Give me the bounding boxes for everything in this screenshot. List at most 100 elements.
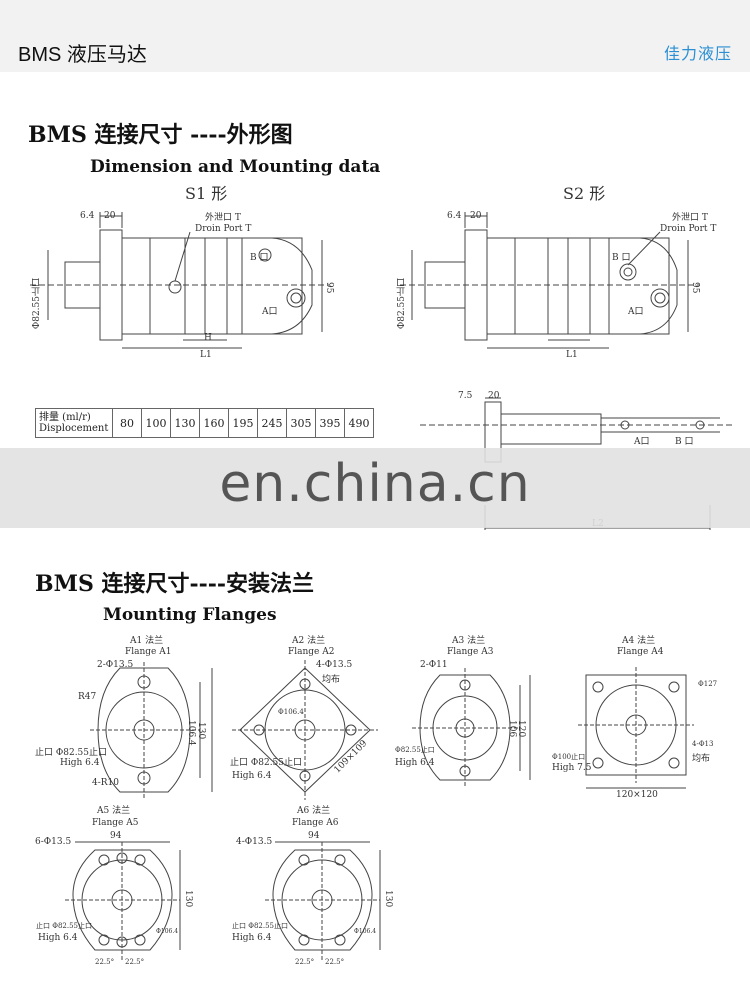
displacement-value: 160 xyxy=(199,408,229,438)
flange-a3-en: Flange A3 xyxy=(447,647,494,657)
s1-dim-l1: L1 xyxy=(200,350,212,360)
flange-a6-holes: 4-Φ13.5 xyxy=(236,837,273,847)
displacement-value: 395 xyxy=(315,408,345,438)
flange-a2-pilot: 止口 Φ82.55止口 xyxy=(230,758,303,768)
displacement-value: 245 xyxy=(257,408,287,438)
s1-dim-6-4: 6.4 xyxy=(80,211,95,221)
flange-a1-high: High 6.4 xyxy=(60,758,100,768)
displacement-value: 490 xyxy=(344,408,374,438)
side-port-b: B 口 xyxy=(675,437,694,447)
s2-port-a: A口 xyxy=(628,307,644,317)
flange-a2-high: High 6.4 xyxy=(232,771,272,781)
flange-a1-corner: 4-R10 xyxy=(92,778,119,788)
displacement-value: 100 xyxy=(141,408,171,438)
s1-port-b: B 口 xyxy=(250,253,269,263)
displacement-value: 130 xyxy=(170,408,200,438)
displacement-value: 305 xyxy=(286,408,316,438)
s2-label: S2 形 xyxy=(563,184,606,203)
header-title: BMS 液压马达 xyxy=(18,44,147,66)
section1-subtitle: Dimension and Mounting data xyxy=(90,157,381,177)
flange-a5-small: Φ106.4 xyxy=(156,928,179,935)
s1-dim-h: H xyxy=(204,333,212,343)
side-port-a: A口 xyxy=(634,437,650,447)
s2-pilot-dia: Φ82.55止口 xyxy=(397,278,407,330)
flange-a5-en: Flange A5 xyxy=(92,818,139,828)
section2-title: BMS 连接尺寸----安装法兰 xyxy=(35,571,315,597)
flange-a4-cn: A4 法兰 xyxy=(622,636,656,646)
flange-a5-angle-2: 22.5° xyxy=(125,958,145,966)
displacement-label-en: Displocement xyxy=(39,423,109,434)
s1-drain-en: Droin Port T xyxy=(195,224,252,234)
displacement-value: 195 xyxy=(228,408,258,438)
flange-a6-cn: A6 法兰 xyxy=(297,806,331,816)
flange-a4-holes: 4-Φ13 xyxy=(692,740,714,748)
flange-a3-high: High 6.4 xyxy=(395,758,435,768)
flange-a4-pilot: Φ100止口 xyxy=(552,753,586,761)
section1-title: BMS 连接尺寸 ----外形图 xyxy=(28,122,293,148)
s1-pilot-dia: Φ82.55止口 xyxy=(32,278,42,330)
watermark-text: en.china.cn xyxy=(219,454,531,514)
top-bar: BMS 液压马达 佳力液压 xyxy=(0,0,750,72)
flange-a1-holes: 2-Φ13.5 xyxy=(97,660,134,670)
flange-a4-size: 120×120 xyxy=(616,790,658,800)
watermark-band: en.china.cn xyxy=(0,448,750,528)
flange-a4-even: 均布 xyxy=(692,754,711,764)
flange-a2-even: 均布 xyxy=(322,675,341,685)
s2-dim-l1: L1 xyxy=(566,350,578,360)
displacement-header: 排量 (ml/r) Displocement xyxy=(35,408,113,438)
flange-a6-d2: 130 xyxy=(383,890,393,908)
flange-a2-small: Φ106.4 xyxy=(278,708,304,716)
flange-a6-angle-1: 22.5° xyxy=(295,958,315,966)
flange-a2-en: Flange A2 xyxy=(288,647,335,657)
s1-dim-95: 95 xyxy=(324,282,334,294)
flange-a1-radius: R47 xyxy=(78,692,97,702)
flange-a5-cn: A5 法兰 xyxy=(97,806,131,816)
flange-a2-cn: A2 法兰 xyxy=(292,636,326,646)
flange-a5-width: 94 xyxy=(110,831,122,841)
side-dim-7-5: 7.5 xyxy=(458,391,473,401)
flange-a3-d2: 120 xyxy=(516,720,526,738)
flange-a6-small: Φ106.4 xyxy=(354,928,377,935)
flange-a3-pilot: Φ82.55止口 xyxy=(395,746,435,754)
flange-a3-holes: 2-Φ11 xyxy=(420,660,448,670)
brand-logo: 佳力液压 xyxy=(663,44,732,63)
flange-a1-d2: 130 xyxy=(196,722,206,740)
side-dim-20: 20 xyxy=(488,391,500,401)
flange-a5-pilot: 止口 Φ82.55止口 xyxy=(36,922,93,930)
displacement-value: 80 xyxy=(112,408,142,438)
flange-a1-en: Flange A1 xyxy=(125,647,172,657)
flange-a4-en: Flange A4 xyxy=(617,647,664,657)
flange-a5-high: High 6.4 xyxy=(38,933,78,943)
s2-dim-95: 95 xyxy=(690,282,700,294)
flange-a5-angle-1: 22.5° xyxy=(95,958,115,966)
flange-a6-angle-2: 22.5° xyxy=(325,958,345,966)
s1-drain-cn: 外泄口 T xyxy=(205,213,241,223)
section2-subtitle: Mounting Flanges xyxy=(103,605,277,625)
flange-a6-pilot: 止口 Φ82.55止口 xyxy=(232,922,289,930)
table-row: 排量 (ml/r) Displocement 80 100 130 160 19… xyxy=(35,408,374,438)
displacement-table: 排量 (ml/r) Displocement 80 100 130 160 19… xyxy=(35,408,374,438)
flange-a5-d2: 130 xyxy=(183,890,193,908)
flange-a6-width: 94 xyxy=(308,831,320,841)
displacement-label-cn: 排量 (ml/r) xyxy=(39,412,91,423)
s2-dim-20: 20 xyxy=(470,211,482,221)
s2-dim-6-4: 6.4 xyxy=(447,211,462,221)
s2-drain-cn: 外泄口 T xyxy=(672,213,708,223)
flange-a2-holes: 4-Φ13.5 xyxy=(316,660,353,670)
flange-a5-holes: 6-Φ13.5 xyxy=(35,837,72,847)
s2-drain-en: Droin Port T xyxy=(660,224,717,234)
s1-dim-20: 20 xyxy=(104,211,116,221)
flange-a4-dia: Φ127 xyxy=(698,680,718,688)
flange-a1-cn: A1 法兰 xyxy=(130,636,164,646)
flange-a1-pilot: 止口 Φ82.55止口 xyxy=(35,748,108,758)
flange-a1-d1: 106.4 xyxy=(186,720,196,746)
s1-port-a: A口 xyxy=(262,307,278,317)
s2-port-b: B 口 xyxy=(612,253,631,263)
s1-label: S1 形 xyxy=(185,184,228,203)
flange-a4-high: High 7.5 xyxy=(552,763,592,773)
flange-a3-cn: A3 法兰 xyxy=(452,636,486,646)
flange-a6-high: High 6.4 xyxy=(232,933,272,943)
flange-a6-en: Flange A6 xyxy=(292,818,339,828)
flange-a3-d1: 106 xyxy=(507,720,517,738)
